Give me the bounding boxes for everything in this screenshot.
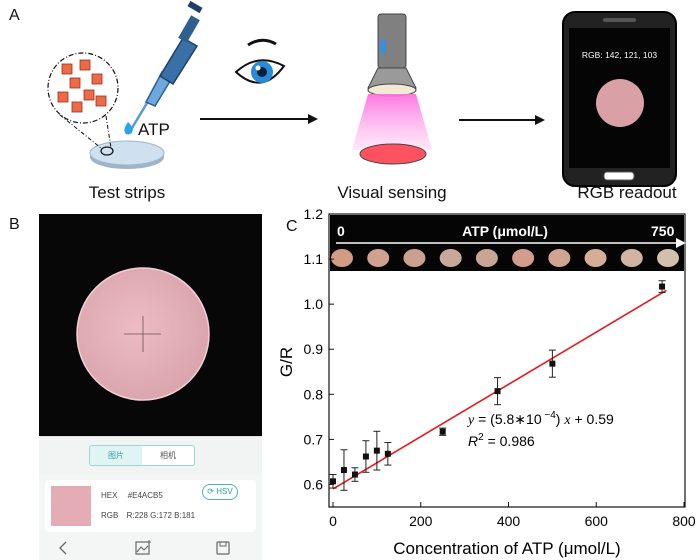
- rgb-label: RGB: [101, 511, 119, 520]
- strip-right-label: 750: [651, 223, 675, 239]
- light-cone: [352, 94, 432, 150]
- test-strip-disc: [89, 140, 165, 169]
- y-tick-label: 0.8: [304, 386, 324, 402]
- app-screenshot: 图片 相机 HEX #E4ACB5 RGB R:228 G:172 B:181 …: [39, 214, 262, 560]
- x-axis: 0 200 400 600 800: [329, 502, 696, 529]
- y-tick-label: 1.1: [304, 251, 324, 267]
- data-point: [351, 471, 358, 478]
- hex-label: HEX: [101, 491, 118, 500]
- hsv-button[interactable]: ⟳ HSV: [202, 484, 238, 500]
- droplet-icon: [124, 122, 133, 135]
- data-point: [494, 388, 501, 395]
- phone-rgb-text: RGB: 142, 121, 103: [581, 50, 658, 60]
- data-point: [330, 478, 336, 485]
- atp-label: ATP: [138, 120, 170, 139]
- caption-visual-sensing: Visual sensing: [337, 183, 447, 202]
- data-point: [549, 360, 556, 367]
- data-point: [340, 467, 347, 474]
- strip-swatch: [657, 249, 679, 267]
- data-point: [373, 447, 380, 454]
- strip-swatch: [620, 249, 643, 267]
- strip-photo: [39, 214, 262, 436]
- eq-tail: + 0.59: [571, 411, 614, 427]
- data-point: [362, 453, 369, 460]
- y-tick-label: 0.7: [304, 431, 324, 447]
- caption-test-strips: Test strips: [88, 183, 166, 202]
- strip-swatch: [584, 249, 607, 267]
- flashlight-icon: [367, 13, 417, 97]
- strip-center-label: ATP (μmol/L): [462, 223, 548, 239]
- image-edit-icon[interactable]: [131, 538, 155, 558]
- strip-swatch: [367, 249, 390, 267]
- eq-x: x: [563, 413, 571, 428]
- x-tick-label: 0: [329, 513, 337, 529]
- smartphone-icon: [562, 11, 677, 187]
- hex-row: HEX #E4ACB5: [101, 491, 163, 500]
- strip-swatch: [439, 249, 462, 267]
- data-point: [439, 428, 446, 435]
- y-tick-label: 1.0: [304, 296, 324, 312]
- x-tick-label: 400: [497, 513, 521, 529]
- eq-mid: = (5.8∗10: [474, 411, 542, 427]
- arrow-1: [200, 114, 318, 124]
- save-icon[interactable]: [211, 538, 235, 558]
- pipette-icon: [130, 0, 203, 129]
- plot-frame: [328, 213, 686, 508]
- y-axis-title: G/R: [277, 347, 296, 377]
- strip-swatches: [331, 249, 679, 267]
- hsv-button-label: HSV: [216, 487, 233, 496]
- rgb-values: R:228 G:172 B:181: [126, 511, 196, 520]
- y-tick-label: 0.6: [304, 476, 324, 492]
- x-tick-label: 800: [672, 513, 696, 529]
- eq-y: y: [466, 413, 475, 428]
- tab-image[interactable]: 图片: [90, 446, 142, 465]
- strip-photo-art: [76, 267, 210, 401]
- data-point: [384, 450, 391, 457]
- r2-sup: 2: [478, 432, 484, 443]
- y-axis: 0.6 0.7 0.8 0.9 1.0 1.1 1.2: [304, 206, 334, 492]
- color-info-card: HEX #E4ACB5 RGB R:228 G:172 B:181 ⟳ HSV: [45, 480, 256, 532]
- panel-b-label: B: [9, 216, 20, 233]
- r2-r: R: [468, 433, 478, 449]
- data-points: [329, 280, 666, 491]
- strip-swatch: [331, 249, 353, 267]
- refresh-icon: ⟳: [207, 487, 214, 496]
- x-tick-label: 200: [409, 513, 433, 529]
- mode-tab-bar: 图片 相机: [39, 436, 262, 475]
- zoom-circle: [47, 52, 119, 149]
- hex-value: #E4ACB5: [127, 491, 163, 500]
- y-tick-label: 1.2: [304, 206, 324, 222]
- x-tick-label: 600: [585, 513, 609, 529]
- tab-camera[interactable]: 相机: [160, 451, 176, 460]
- back-icon[interactable]: [51, 538, 75, 558]
- mode-tabs: 图片 相机: [89, 445, 195, 466]
- r2-rest: = 0.986: [484, 433, 535, 449]
- y-tick-label: 0.9: [304, 341, 324, 357]
- data-point: [659, 283, 666, 290]
- sensing-disc: [359, 143, 427, 165]
- x-axis-title: Concentration of ATP (μmol/L): [393, 539, 620, 558]
- strip-left-label: 0: [337, 223, 345, 239]
- strip-swatch: [548, 249, 571, 267]
- strip-swatch: [512, 249, 535, 267]
- rgb-row: RGB R:228 G:172 B:181: [101, 511, 195, 520]
- eye-icon: [234, 38, 286, 84]
- strip-swatch: [475, 249, 498, 267]
- eq-exp: −4: [542, 410, 557, 421]
- color-swatch: [51, 486, 91, 526]
- eq-rest: ): [556, 411, 565, 427]
- panel-a-illustration: [47, 0, 677, 187]
- bottom-nav: [39, 536, 262, 560]
- strip-swatch: [403, 249, 426, 267]
- panel-c-label: C: [286, 218, 298, 235]
- strip-arrowhead: [676, 238, 686, 248]
- panel-a-label: A: [9, 7, 20, 24]
- arrow-2: [459, 115, 545, 125]
- r-squared: R2 = 0.986: [468, 432, 535, 449]
- caption-rgb-readout: RGB readout: [577, 183, 677, 202]
- fit-equation: y = (5.8∗10 −4) x + 0.59: [466, 410, 614, 428]
